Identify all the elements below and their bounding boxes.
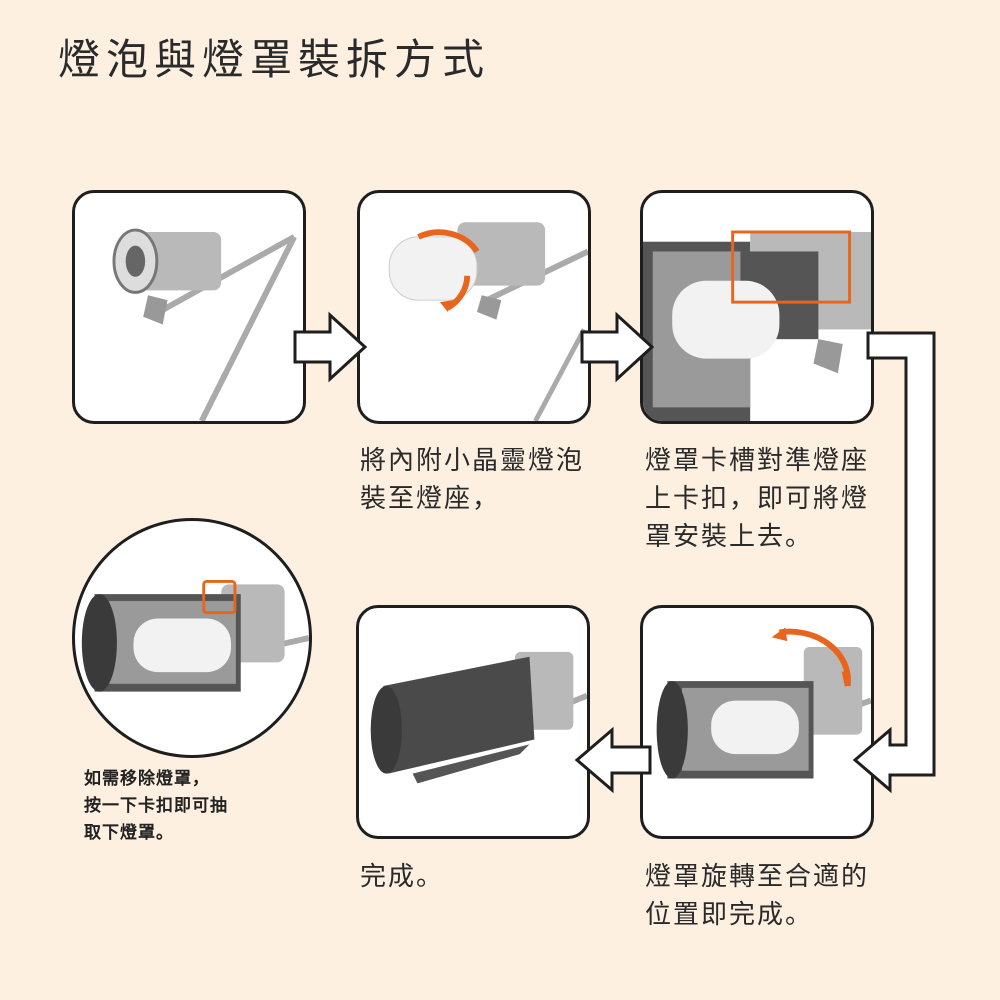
step-5-image bbox=[640, 605, 874, 839]
removal-note: 如需移除燈罩， 按一下卡扣即可抽 取下燈罩。 bbox=[84, 766, 228, 847]
note-line: 如需移除燈罩， bbox=[84, 769, 210, 789]
caption-line: 完成。 bbox=[360, 862, 445, 892]
step-2-caption: 將內附小晶靈燈泡 裝至燈座， bbox=[360, 442, 584, 518]
caption-line: 上卡扣，即可將燈 bbox=[645, 484, 870, 514]
caption-line: 裝至燈座， bbox=[360, 484, 501, 514]
page-title: 燈泡與燈罩裝拆方式 bbox=[58, 35, 491, 84]
caption-line: 罩安裝上去。 bbox=[645, 522, 814, 552]
step-5-caption: 燈罩旋轉至合適的 位置即完成。 bbox=[645, 858, 869, 934]
step-1-image bbox=[72, 190, 306, 424]
note-line: 取下燈罩。 bbox=[84, 823, 174, 843]
removal-detail-image bbox=[72, 518, 312, 758]
step-3-caption: 燈罩卡槽對準燈座 上卡扣，即可將燈 罩安裝上去。 bbox=[645, 442, 869, 556]
step-4-image bbox=[356, 605, 590, 839]
step-3-image bbox=[640, 190, 874, 424]
step-2-image bbox=[357, 190, 591, 424]
note-line: 按一下卡扣即可抽 bbox=[84, 796, 228, 816]
caption-line: 燈罩旋轉至合適的 bbox=[645, 862, 870, 892]
step-4-caption: 完成。 bbox=[360, 858, 444, 896]
caption-line: 將內附小晶靈燈泡 bbox=[360, 446, 585, 476]
caption-line: 燈罩卡槽對準燈座 bbox=[645, 446, 870, 476]
caption-line: 位置即完成。 bbox=[645, 900, 814, 930]
